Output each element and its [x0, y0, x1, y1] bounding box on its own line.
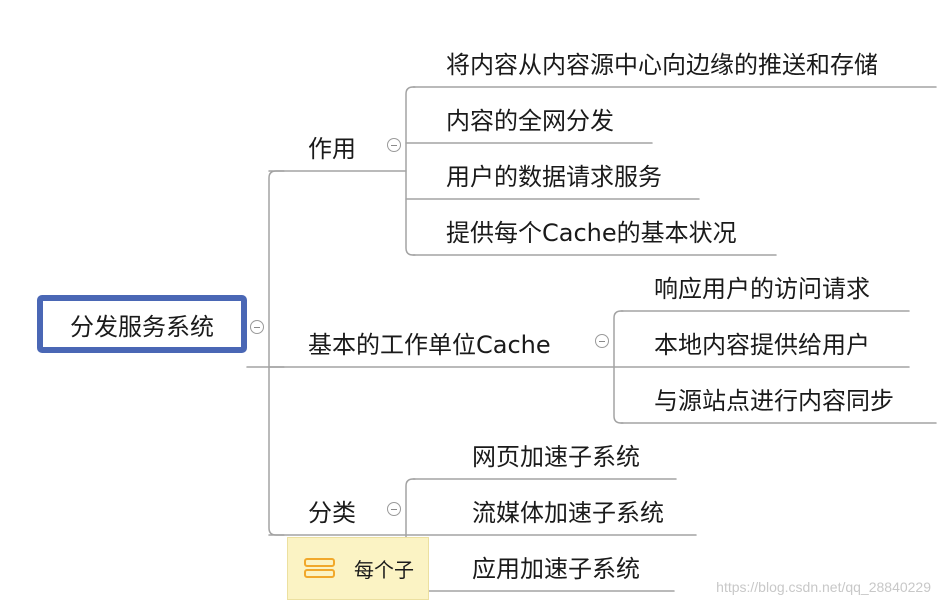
watermark: https://blog.csdn.net/qq_28840229 [716, 579, 931, 595]
collapse-icon[interactable] [595, 334, 609, 348]
branch-topic-function[interactable]: 作用 [308, 135, 356, 163]
leaf-topic[interactable]: 应用加速子系统 [472, 555, 640, 583]
leaf-topic[interactable]: 提供每个Cache的基本状况 [446, 219, 737, 247]
branch-topic-category[interactable]: 分类 [308, 499, 356, 527]
note-icon [304, 558, 335, 582]
leaf-topic[interactable]: 用户的数据请求服务 [446, 163, 662, 191]
leaf-topic[interactable]: 本地内容提供给用户 [654, 331, 870, 359]
subspine-1 [405, 86, 416, 256]
leaf-topic[interactable]: 与源站点进行内容同步 [654, 387, 894, 415]
note-callout[interactable]: 每个子 [287, 537, 429, 600]
leaf-topic[interactable]: 将内容从内容源中心向边缘的推送和存储 [446, 51, 878, 79]
leaf-topic[interactable]: 内容的全网分发 [446, 107, 614, 135]
leaf-topic[interactable]: 流媒体加速子系统 [472, 499, 664, 527]
collapse-icon[interactable] [250, 320, 264, 334]
root-topic-label: 分发服务系统 [70, 312, 214, 341]
collapse-icon[interactable] [387, 138, 401, 152]
leaf-topic[interactable]: 响应用户的访问请求 [654, 275, 870, 303]
root-topic[interactable]: 分发服务系统 [37, 295, 247, 353]
leaf-topic[interactable]: 网页加速子系统 [472, 443, 640, 471]
collapse-icon[interactable] [387, 502, 401, 516]
note-text: 每个子 [354, 558, 414, 582]
branch-topic-cache[interactable]: 基本的工作单位Cache [308, 331, 551, 359]
main-spine [268, 170, 285, 536]
